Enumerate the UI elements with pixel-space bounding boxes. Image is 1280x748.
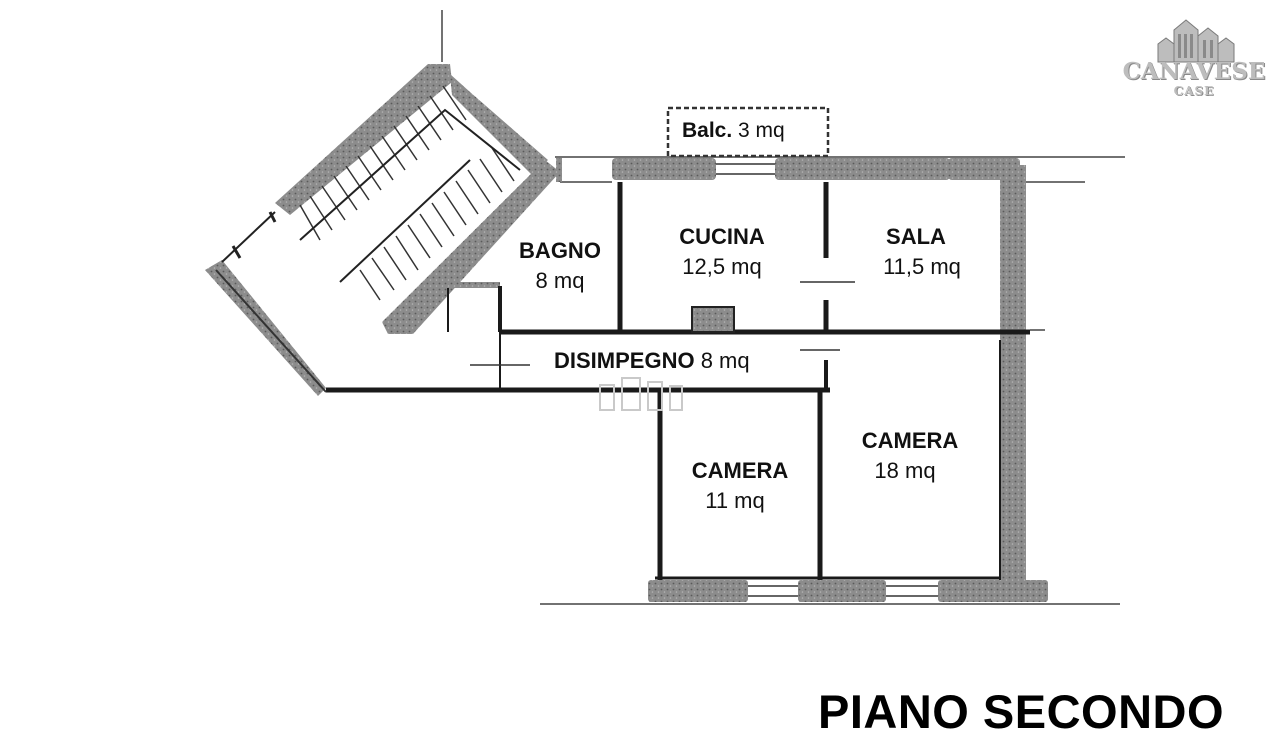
stair-tower bbox=[205, 64, 830, 396]
hallway-name: DISIMPEGNO bbox=[554, 348, 695, 373]
floor-title: PIANO SECONDO bbox=[818, 685, 1225, 738]
bedroom-small-name: CAMERA bbox=[691, 458, 789, 483]
hallway-area: 8 mq bbox=[700, 348, 750, 373]
balcony-outline bbox=[666, 106, 830, 158]
logo-brand: CANAVESE bbox=[1122, 58, 1266, 85]
balcony-label: Balc. 3 mq bbox=[682, 118, 785, 144]
logo-sub: CASE bbox=[1173, 84, 1215, 98]
living-area: 11,5 mq bbox=[883, 254, 961, 279]
houses-icon bbox=[1157, 19, 1235, 63]
living-name: SALA bbox=[886, 224, 946, 249]
bedroom-small-area: 11 mq bbox=[705, 488, 765, 513]
bathroom-area: 8 mq bbox=[535, 268, 585, 293]
logo: CANAVESE CASE bbox=[1118, 14, 1270, 100]
balcony-name: Balc. bbox=[682, 119, 733, 142]
hall-fixtures bbox=[470, 281, 855, 366]
bathroom-name: BAGNO bbox=[519, 238, 601, 263]
kitchen-area: 12,5 mq bbox=[682, 254, 762, 279]
interior-walls bbox=[447, 182, 1030, 580]
kitchen-name: CUCINA bbox=[679, 224, 765, 249]
watermark-icon bbox=[599, 377, 683, 411]
exterior-walls bbox=[448, 158, 1048, 602]
hallway-label: DISIMPEGNO 8 mq bbox=[554, 348, 750, 374]
bedroom-large-name: CAMERA bbox=[861, 428, 959, 453]
bedroom-large-area: 18 mq bbox=[874, 458, 936, 483]
window-openings bbox=[716, 163, 938, 597]
context-lines bbox=[441, 10, 1125, 605]
balcony-area: 3 mq bbox=[738, 119, 785, 142]
